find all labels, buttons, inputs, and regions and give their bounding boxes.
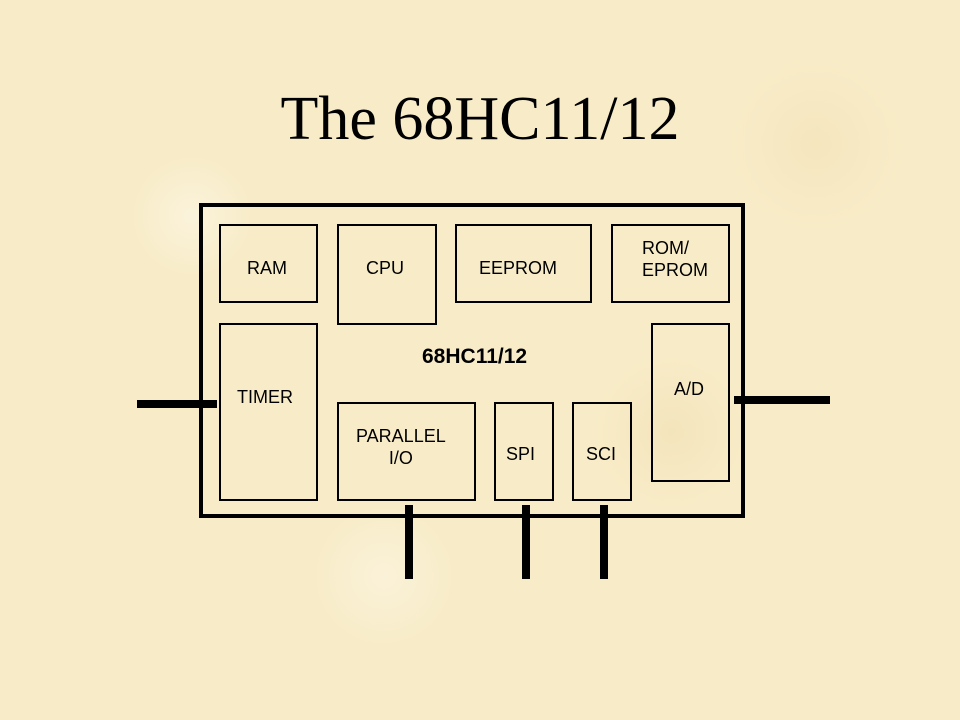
- timer-block: [219, 323, 318, 501]
- right-pin: [734, 396, 830, 404]
- ad-block: [651, 323, 730, 482]
- ram-block: [219, 224, 318, 303]
- sci-block: [572, 402, 632, 501]
- left-pin: [137, 400, 217, 408]
- eeprom-label: EEPROM: [479, 258, 558, 278]
- spi-block: [494, 402, 554, 501]
- sci-pin: [600, 505, 608, 579]
- parallel-io-pin: [405, 505, 413, 579]
- rom-eprom-block: [611, 224, 730, 303]
- spi-pin: [522, 505, 530, 579]
- sci-label: SCI: [586, 444, 617, 464]
- spi-label: SPI: [506, 444, 536, 464]
- slide-title: The 68HC11/12: [280, 85, 680, 153]
- rom-eprom-label: ROM/ EPROM: [642, 238, 709, 280]
- eeprom-block: [455, 224, 592, 303]
- ad-label: A/D: [674, 379, 705, 399]
- chip-outline: [199, 203, 745, 518]
- chip-label: 68HC11/12: [422, 345, 528, 368]
- cpu-block: [337, 224, 437, 325]
- parallel-io-label: PARALLEL I/O: [356, 426, 446, 468]
- ram-label: RAM: [247, 258, 287, 278]
- timer-label: TIMER: [237, 387, 293, 407]
- parallel-io-block: [337, 402, 476, 501]
- cpu-label: CPU: [366, 258, 405, 278]
